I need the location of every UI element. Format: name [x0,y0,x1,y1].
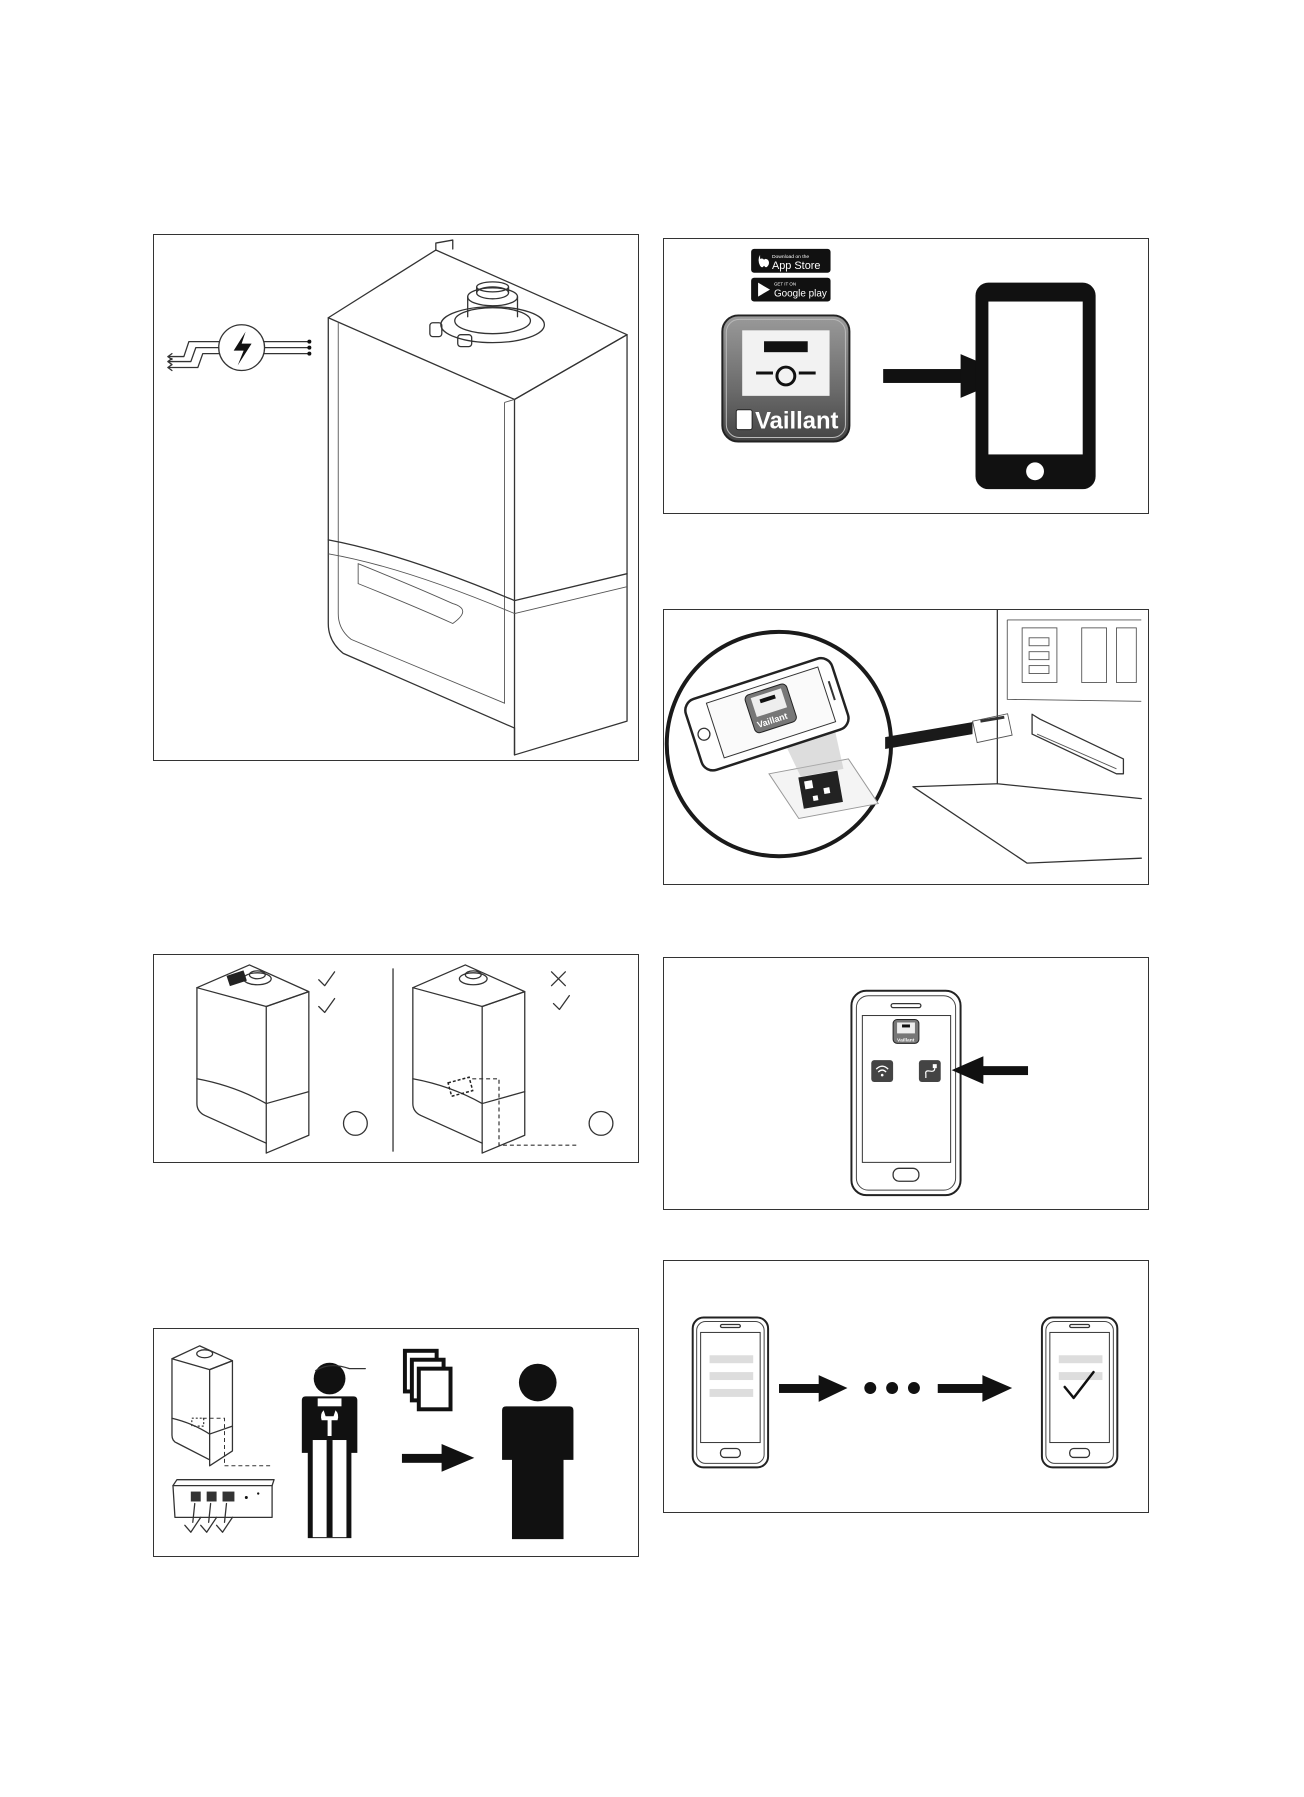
panel-handover [153,1328,639,1557]
ellipsis-icon [864,1382,920,1394]
app-store-badge[interactable]: Download on the App Store [751,249,830,273]
cable-option-button[interactable] [919,1060,941,1082]
wifi-option-button[interactable] [871,1060,893,1082]
boiler-unit [328,240,627,755]
gateway-device [227,970,247,986]
user-icon [502,1364,573,1539]
app-progress-illustration [664,1261,1148,1512]
power-connection-icon [168,325,311,371]
boiler-small-right [413,965,579,1153]
vaillant-app-icon[interactable]: Vaillant [722,315,849,441]
panel-connection-choice: Vaillant [663,957,1149,1210]
boiler-small-left [197,965,309,1153]
qr-scan-illustration: Vaillant [664,610,1148,884]
app-download-illustration: Download on the App Store GET IT ON Goog… [664,239,1148,513]
check-icon [553,996,569,1010]
gateway-terminal-block [173,1480,274,1533]
gateway-position-illustration [154,955,638,1162]
qr-code [798,771,843,809]
documents-icon [405,1351,451,1409]
vaillant-logo-icon [736,410,752,430]
panel-app-download: Download on the App Store GET IT ON Goog… [663,238,1149,514]
smartphone-icon [693,1318,768,1468]
panel-app-progress [663,1260,1149,1513]
position-marker-2 [589,1111,613,1135]
arrow-right-icon [779,1375,847,1402]
installer-icon [302,1363,365,1538]
check-icon [319,999,335,1013]
vaillant-app-icon: Vaillant [893,1020,919,1044]
svg-text:App Store: App Store [772,260,821,272]
smartphone-icon [1042,1318,1117,1468]
handover-illustration [154,1329,638,1556]
svg-text:Google play: Google play [774,289,827,300]
google-play-badge[interactable]: GET IT ON Google play [751,278,830,302]
svg-text:GET IT ON: GET IT ON [774,282,796,287]
check-icon [319,972,335,986]
arrow-right-icon [938,1375,1012,1402]
boiler-small [172,1346,271,1466]
smartphone-icon [975,283,1095,489]
panel-gateway-position [153,954,639,1163]
panel-boiler-power [153,234,639,761]
arrow-right-icon [402,1444,474,1472]
svg-text:Vaillant: Vaillant [897,1037,915,1043]
arrow-left-icon [952,1056,1028,1084]
magnifier-circle: Vaillant [667,632,973,856]
boiler-illustration [154,235,638,760]
cross-icon [551,972,565,986]
connection-choice-illustration: Vaillant [664,958,1148,1209]
panel-qr-scan: Vaillant [663,609,1149,885]
svg-text:Vaillant: Vaillant [755,408,838,435]
position-marker-1 [344,1111,368,1135]
